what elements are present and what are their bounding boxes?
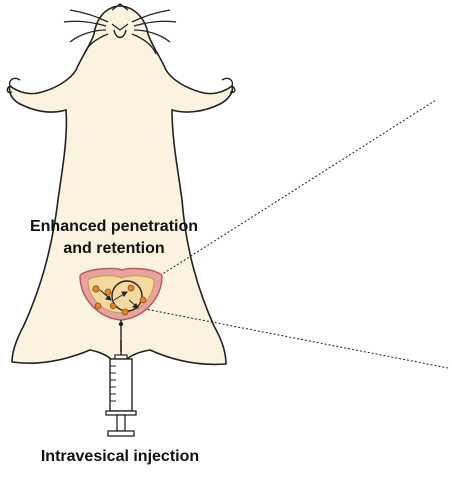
- penetration-label-line1: Enhanced penetration: [10, 218, 218, 236]
- penetration-label-line2: and retention: [10, 240, 218, 258]
- injection-label: Intravesical injection: [20, 448, 220, 466]
